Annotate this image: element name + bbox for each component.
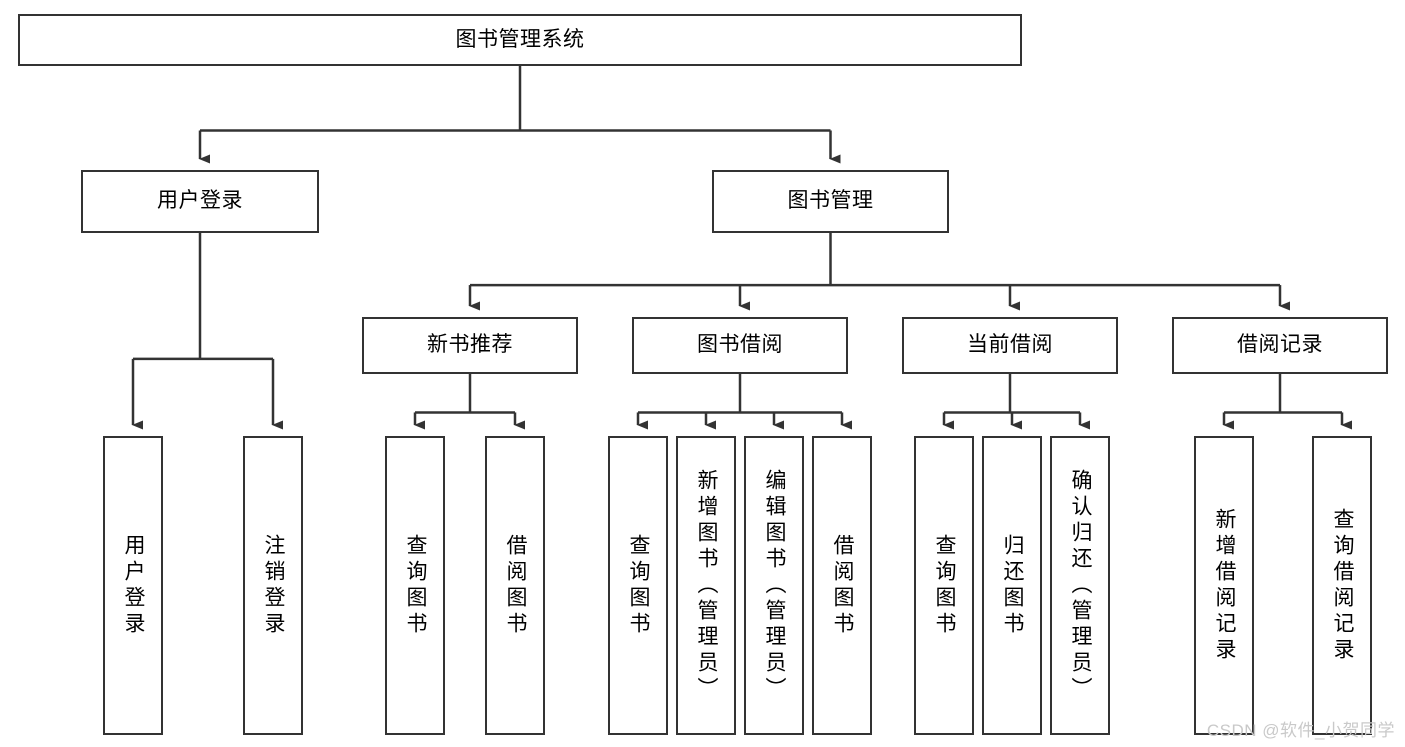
- node-book-manage-label: 图书管理: [787, 189, 874, 213]
- node-borrow-record-label: 借阅记录: [1237, 333, 1323, 357]
- node-leaf-borrow-book-1-label: 借阅图书: [504, 533, 528, 638]
- node-leaf-borrow-book-2[interactable]: 借阅图书: [812, 436, 872, 735]
- node-current-borrow[interactable]: 当前借阅: [902, 317, 1118, 374]
- node-book-borrow-label: 图书借阅: [697, 333, 783, 357]
- node-leaf-edit-book[interactable]: 编辑图书（管理员）: [744, 436, 804, 735]
- node-root[interactable]: 图书管理系统: [18, 14, 1022, 66]
- node-borrow-record[interactable]: 借阅记录: [1172, 317, 1388, 374]
- node-leaf-add-book[interactable]: 新增图书（管理员）: [676, 436, 736, 735]
- node-leaf-borrow-book-1[interactable]: 借阅图书: [485, 436, 545, 735]
- node-leaf-add-book-label: 新增图书（管理员）: [695, 468, 719, 703]
- node-leaf-query-record-label: 查询借阅记录: [1331, 507, 1355, 664]
- node-book-manage[interactable]: 图书管理: [712, 170, 949, 233]
- node-leaf-return-book-label: 归还图书: [1001, 533, 1025, 638]
- node-leaf-logout-login-label: 注销登录: [262, 533, 286, 638]
- node-leaf-query-record[interactable]: 查询借阅记录: [1312, 436, 1372, 735]
- node-current-borrow-label: 当前借阅: [967, 333, 1053, 357]
- node-leaf-logout-login[interactable]: 注销登录: [243, 436, 303, 735]
- node-leaf-query-book-2-label: 查询图书: [627, 533, 651, 638]
- node-new-book-recommend-label: 新书推荐: [427, 333, 513, 357]
- node-leaf-borrow-book-2-label: 借阅图书: [831, 533, 855, 638]
- node-leaf-query-book-3[interactable]: 查询图书: [914, 436, 974, 735]
- node-user-login[interactable]: 用户登录: [81, 170, 319, 233]
- node-user-login-label: 用户登录: [157, 189, 243, 213]
- node-leaf-user-login[interactable]: 用户登录: [103, 436, 163, 735]
- node-leaf-confirm-return-label: 确认归还（管理员）: [1069, 468, 1093, 703]
- node-root-label: 图书管理系统: [455, 27, 585, 51]
- node-leaf-user-login-label: 用户登录: [122, 533, 146, 638]
- node-leaf-add-record[interactable]: 新增借阅记录: [1194, 436, 1254, 735]
- node-new-book-recommend[interactable]: 新书推荐: [362, 317, 578, 374]
- node-leaf-add-record-label: 新增借阅记录: [1213, 507, 1237, 664]
- node-leaf-return-book[interactable]: 归还图书: [982, 436, 1042, 735]
- watermark-text: CSDN @软件_小贺同学: [1206, 721, 1395, 740]
- node-leaf-query-book-1[interactable]: 查询图书: [385, 436, 445, 735]
- node-leaf-query-book-3-label: 查询图书: [933, 533, 957, 638]
- node-leaf-query-book-2[interactable]: 查询图书: [608, 436, 668, 735]
- node-leaf-edit-book-label: 编辑图书（管理员）: [763, 468, 787, 703]
- node-leaf-query-book-1-label: 查询图书: [404, 533, 428, 638]
- node-book-borrow[interactable]: 图书借阅: [632, 317, 848, 374]
- node-leaf-confirm-return[interactable]: 确认归还（管理员）: [1050, 436, 1110, 735]
